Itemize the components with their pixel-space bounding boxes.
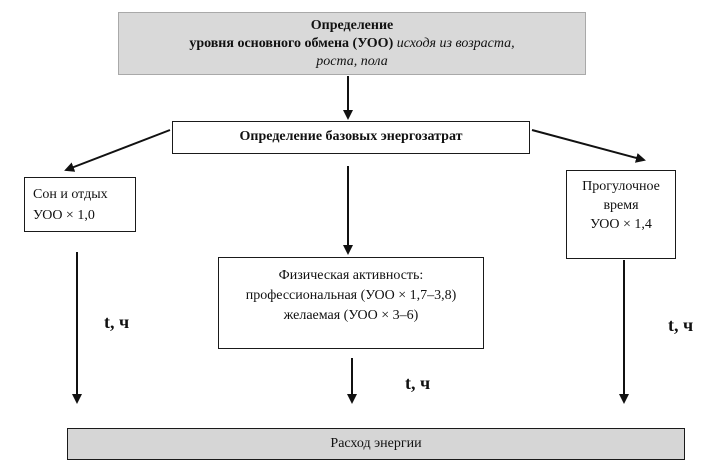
sleep-rest-title: Сон и отдых <box>33 187 108 202</box>
arrow-base-to-walk <box>531 129 646 163</box>
arrow-base-to-sleep <box>64 129 171 172</box>
bmr-title: Определение <box>310 18 394 33</box>
bmr-basis-continued: роста, пола <box>316 54 388 69</box>
time-label-center: t, ч <box>405 373 431 393</box>
physical-activity-box: Физическая активность: профессиональная … <box>218 257 484 349</box>
bmr-name: уровня основного обмена (УОО) <box>189 36 394 51</box>
walking-time-box: Прогулочное время УОО × 1,4 <box>566 170 676 259</box>
time-label-left: t, ч <box>104 312 130 332</box>
energy-expenditure-label: Расход энергии <box>330 436 422 451</box>
physical-activity-title: Физическая активность: <box>278 268 424 283</box>
sleep-rest-factor: УОО × 1,0 <box>33 208 95 223</box>
walking-time-title-1: Прогулочное <box>582 179 660 194</box>
bmr-description-line: уровня основного обмена (УОО) исходя из … <box>119 35 585 53</box>
base-energy-label: Определение базовых энергозатрат <box>239 129 463 144</box>
walking-time-factor: УОО × 1,4 <box>590 217 652 232</box>
bmr-definition-box: Определение уровня основного обмена (УОО… <box>118 12 586 75</box>
energy-expenditure-box: Расход энергии <box>67 428 685 460</box>
time-label-right: t, ч <box>668 315 694 335</box>
desired-activity-factor: желаемая (УОО × 3–6) <box>283 308 419 323</box>
professional-activity-factor: профессиональная (УОО × 1,7–3,8) <box>245 288 457 303</box>
bmr-basis: исходя из возраста, <box>393 36 515 51</box>
base-energy-box: Определение базовых энергозатрат <box>172 121 530 154</box>
walking-time-title-2: время <box>603 198 639 213</box>
sleep-rest-box: Сон и отдых УОО × 1,0 <box>24 177 136 232</box>
